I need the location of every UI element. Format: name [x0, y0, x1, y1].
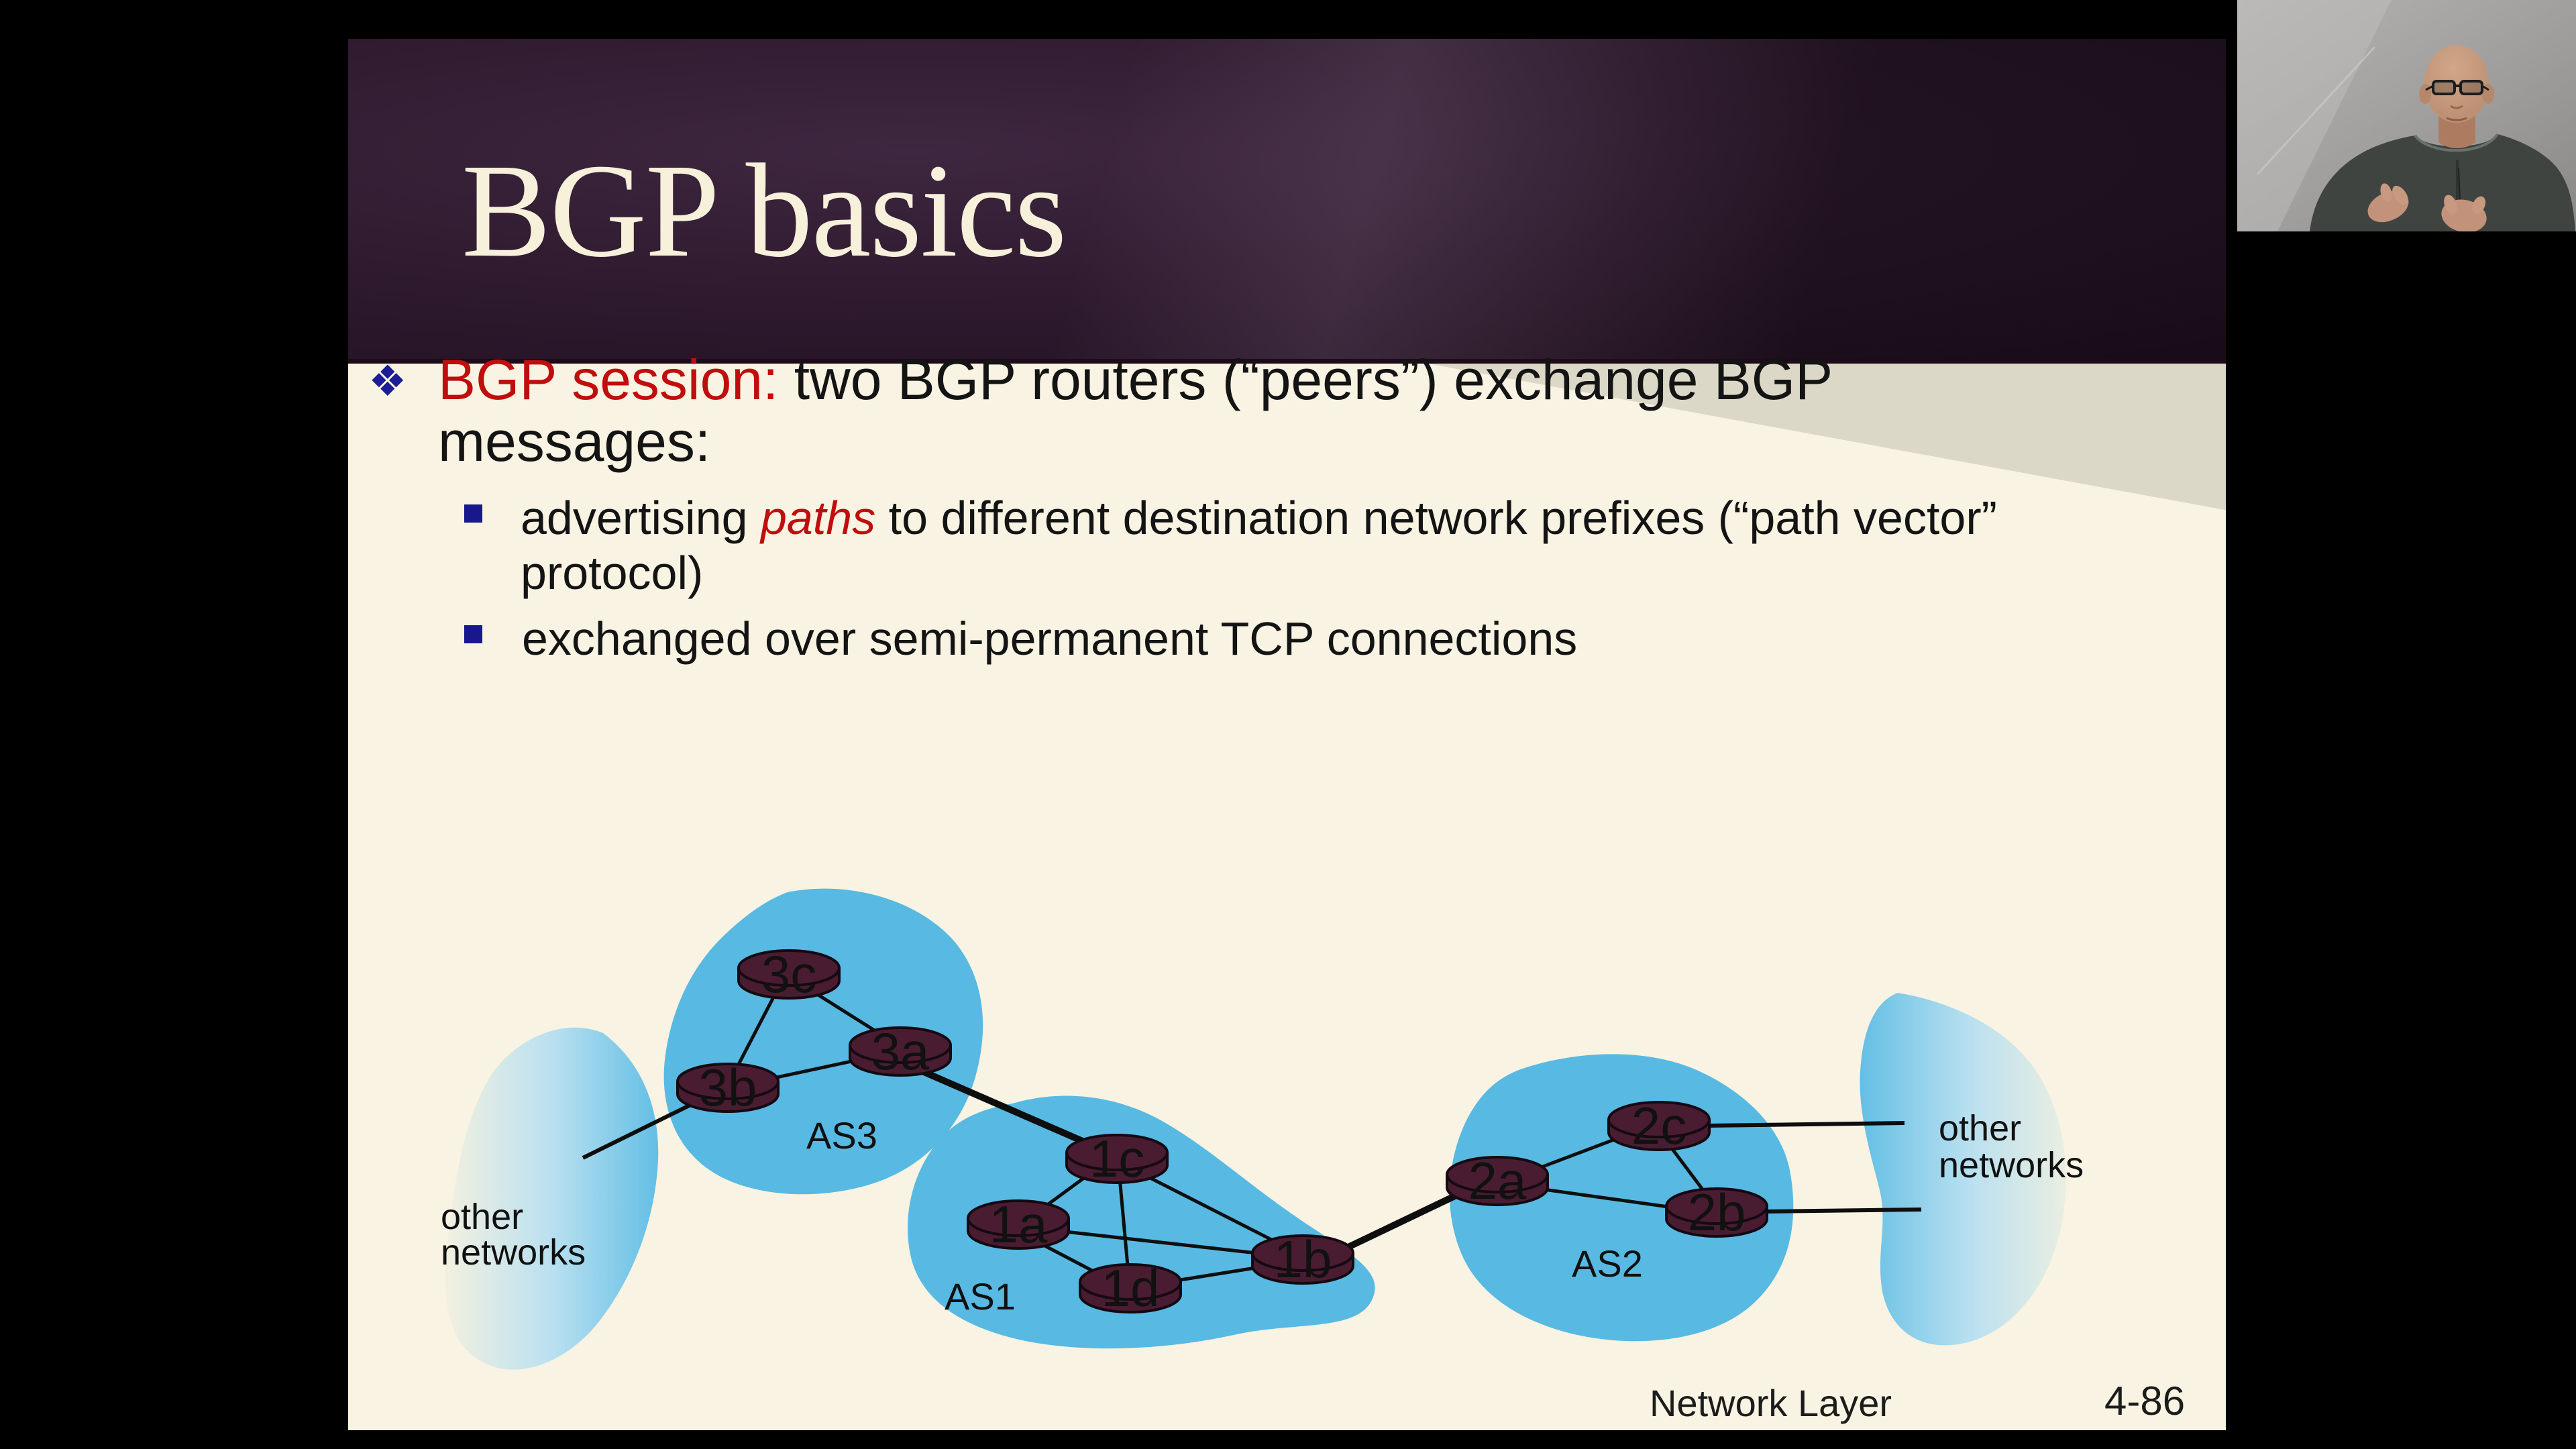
title-band-swoosh-decoration — [348, 39, 2226, 359]
link-3b-3a — [763, 1058, 859, 1082]
presenter-nose-shadow — [2450, 105, 2463, 109]
diamond-bullet-icon: ❖ — [368, 357, 407, 405]
router-3a: 3a — [849, 1022, 952, 1081]
presenter-collar — [2414, 133, 2499, 152]
link-2a-2b — [1538, 1187, 1674, 1210]
link-2b-other-networks — [1763, 1208, 1922, 1214]
link-3c-3b — [732, 988, 780, 1075]
svg-text:2a: 2a — [1468, 1151, 1527, 1210]
router-1c: 1c — [1065, 1129, 1169, 1188]
router-2c: 2c — [1607, 1096, 1711, 1155]
link-2a-2c — [1532, 1133, 1627, 1173]
other-networks-left-label-line2: networks — [441, 1232, 586, 1273]
wall-highlight-decoration — [2237, 0, 2392, 231]
svg-text:3b: 3b — [699, 1058, 757, 1117]
footer-section-label: Network Layer — [1650, 1382, 1892, 1424]
router-3c: 3c — [737, 945, 841, 1004]
presenter-figure — [2237, 0, 2576, 231]
router-2b: 2b — [1665, 1183, 1768, 1242]
svg-text:3c: 3c — [761, 945, 816, 1004]
bullet1-lead: BGP session: — [438, 348, 779, 411]
other-networks-right-label-line2: networks — [1939, 1145, 2084, 1185]
slide-title: BGP basics — [462, 137, 1067, 285]
link-1c-1d — [1118, 1177, 1130, 1274]
sub-bullet1-line2: protocol) — [521, 547, 704, 599]
slide: BGP basics ❖ BGP session: two BGP router… — [348, 39, 2226, 1430]
presenter-neck — [2438, 113, 2475, 148]
link-1b-2a — [1334, 1189, 1464, 1256]
other-networks-right-label-line1: other — [1939, 1108, 2021, 1148]
as2-label: AS2 — [1572, 1242, 1643, 1285]
as1-cloud — [908, 1095, 1375, 1349]
slide-title-band: BGP basics — [348, 39, 2226, 364]
sub1-pre: advertising — [521, 492, 761, 544]
as1-label: AS1 — [945, 1275, 1016, 1318]
bullet1-line2: messages: — [438, 410, 711, 473]
bgp-network-diagram: 3c 3a 3b 1c 1a — [441, 888, 2084, 1370]
presenter-hand-right — [2441, 195, 2487, 231]
wall-seam-line — [2256, 46, 2376, 176]
router-1b: 1b — [1251, 1230, 1354, 1289]
svg-text:1a: 1a — [989, 1195, 1048, 1254]
slide-page-number: 4-86 — [2104, 1379, 2186, 1424]
presenter-hand-left — [2367, 183, 2409, 223]
router-2a: 2a — [1446, 1151, 1549, 1210]
presenter-ear-right — [2482, 84, 2494, 104]
svg-text:2b: 2b — [1688, 1183, 1746, 1242]
bullet1-line1: BGP session: two BGP routers (“peers”) e… — [438, 352, 1833, 408]
bullet1-rest: two BGP routers (“peers”) exchange BGP — [778, 348, 1833, 411]
sub1-highlight: paths — [760, 492, 876, 544]
svg-text:2c: 2c — [1631, 1096, 1686, 1155]
link-1c-1b — [1138, 1171, 1289, 1250]
router-3b: 3b — [676, 1058, 780, 1117]
svg-text:1c: 1c — [1089, 1129, 1144, 1188]
svg-text:1b: 1b — [1274, 1230, 1332, 1289]
svg-text:1d: 1d — [1102, 1258, 1160, 1318]
link-1a-1b — [1059, 1229, 1269, 1256]
router-1d: 1d — [1079, 1258, 1182, 1318]
sub1-post: to different destination network prefixe… — [875, 492, 1997, 544]
square-bullet-icon — [464, 625, 482, 643]
svg-text:3a: 3a — [871, 1022, 930, 1081]
presenter-glasses — [2425, 80, 2489, 95]
link-3a-1c — [910, 1063, 1101, 1152]
as3-label: AS3 — [806, 1114, 877, 1157]
presenter-mouth — [2446, 117, 2467, 121]
presenter-head — [2424, 45, 2489, 123]
link-2c-other-networks — [1706, 1121, 1905, 1128]
other-networks-left-blob — [445, 1027, 659, 1370]
sub-bullet1-line1: advertising paths to different destinati… — [521, 494, 1997, 541]
other-networks-left-label-line1: other — [441, 1197, 523, 1237]
other-networks-right-blob — [1860, 993, 2066, 1346]
presenter-webcam-video — [2237, 0, 2576, 231]
router-1a: 1a — [967, 1195, 1070, 1254]
square-bullet-icon — [464, 504, 482, 523]
sub-bullet2: exchanged over semi-permanent TCP connec… — [522, 612, 1578, 665]
